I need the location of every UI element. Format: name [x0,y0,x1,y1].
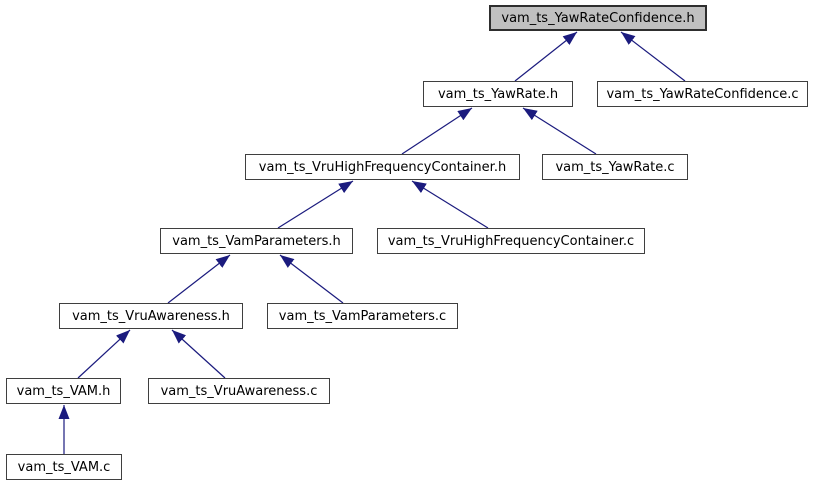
graph-node-vam-h[interactable]: vam_ts_VAM.h [6,378,121,404]
graph-node-vamparameters-c[interactable]: vam_ts_VamParameters.c [267,303,458,329]
edge-vamparameters-c-to-vamparameters-h [279,254,344,304]
edge-vruhighfrequencycontainer-h-to-yawrate-h [401,107,473,155]
edge-vamparameters-h-to-vruhighfrequencycontainer-h [277,180,354,229]
graph-node-vamparameters-h[interactable]: vam_ts_VamParameters.h [160,228,353,254]
edge-vam-h-to-vruawareness-h [77,329,131,379]
graph-node-yawrate-c[interactable]: vam_ts_YawRate.c [542,154,688,180]
edge-yawrateconfidence-c-to-yawrateconfidence-h [620,31,686,82]
edge-yawrate-c-to-yawrate-h [522,107,597,155]
graph-node-yawrateconfidence-h[interactable]: vam_ts_YawRateConfidence.h [489,5,707,31]
graph-node-yawrateconfidence-c[interactable]: vam_ts_YawRateConfidence.c [597,81,808,107]
graph-node-yawrate-h[interactable]: vam_ts_YawRate.h [423,81,573,107]
graph-node-vruhighfrequencycontainer-h[interactable]: vam_ts_VruHighFrequencyContainer.h [245,154,520,180]
graph-node-vruhighfrequencycontainer-c[interactable]: vam_ts_VruHighFrequencyContainer.c [377,228,645,254]
edge-vruhighfrequencycontainer-c-to-vruhighfrequencycontainer-h [411,180,489,229]
graph-node-vruawareness-h[interactable]: vam_ts_VruAwareness.h [59,303,243,329]
edge-vruawareness-c-to-vruawareness-h [171,329,226,379]
graph-node-vruawareness-c[interactable]: vam_ts_VruAwareness.c [148,378,330,404]
edge-yawrate-h-to-yawrateconfidence-h [514,31,578,82]
edge-vruawareness-h-to-vamparameters-h [167,254,231,304]
graph-node-vam-c[interactable]: vam_ts_VAM.c [6,454,122,480]
